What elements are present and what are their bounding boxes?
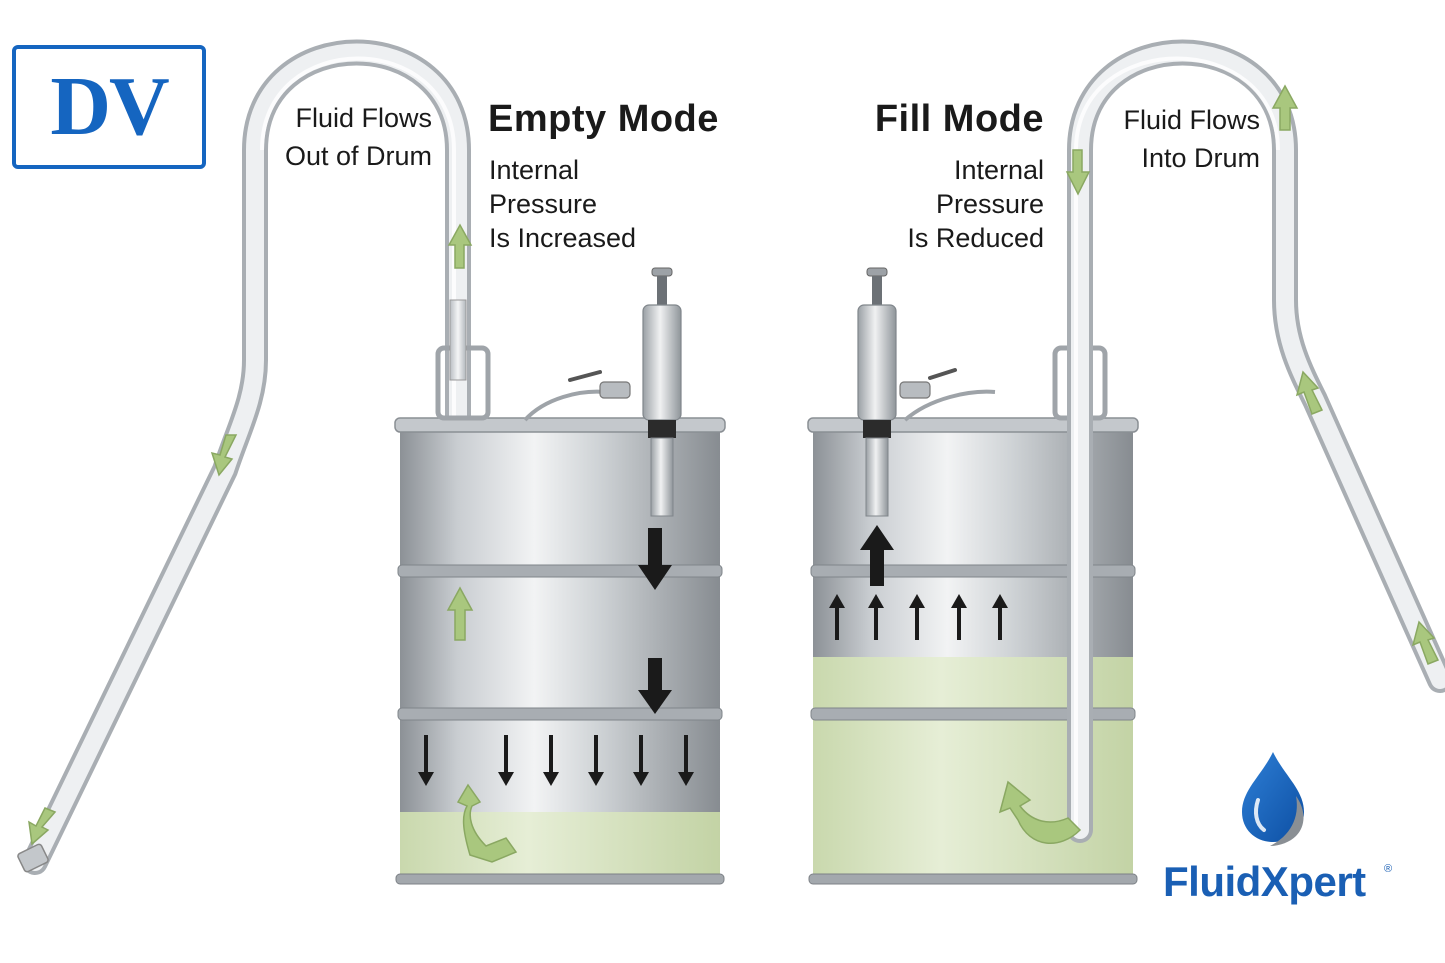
flow-arrows-empty: [28, 223, 518, 863]
pressure-arrow-row: [418, 735, 694, 786]
flow-arrow-down: [210, 434, 238, 477]
flow-arrow-up: [446, 586, 474, 641]
fill-pressure-line: Is Reduced: [907, 223, 1044, 253]
flow-arrow-down: [28, 807, 57, 846]
flow-arrow-down: [1065, 149, 1091, 196]
flow-arrows-fill: [998, 84, 1440, 844]
flow-arrow-up: [447, 223, 473, 269]
brand-registered-mark: ®: [1384, 863, 1393, 875]
fill-mode-title: Fill Mode: [874, 98, 1044, 140]
empty-flow-line: Out of Drum: [284, 141, 432, 171]
pressure-arrow-up-large: [860, 525, 894, 586]
dv-logo-text: DV: [50, 60, 169, 153]
flow-arrow-curve: [456, 783, 518, 863]
empty-flow-label: Fluid Flows Out of Drum: [252, 99, 432, 175]
hose-nozzle: [17, 843, 49, 873]
empty-mode-title: Empty Mode: [488, 98, 719, 140]
pressure-arrow-row: [829, 594, 1008, 640]
brand-name: FluidXpert: [1163, 858, 1366, 905]
empty-mode-drum: [394, 267, 726, 885]
empty-mode-hose: [17, 39, 471, 875]
fill-mode-hose: [1067, 39, 1445, 843]
fill-pressure-line: Internal: [953, 155, 1044, 185]
dv-logo: DV: [12, 45, 206, 169]
fill-flow-line: Into Drum: [1141, 143, 1260, 173]
empty-flow-line: Fluid Flows: [295, 103, 432, 133]
flow-arrow-up: [1295, 370, 1324, 415]
empty-pressure-line: Internal: [489, 155, 580, 185]
pressure-arrows-empty: [418, 528, 694, 786]
flow-arrow-up: [1411, 620, 1440, 665]
pressure-arrow-down-large: [638, 658, 672, 714]
drum-fluid-empty: [400, 812, 720, 880]
flow-arrow-up: [1271, 84, 1299, 131]
pressure-arrows-fill: [829, 525, 1008, 640]
empty-pressure-label: Internal Pressure Is Increased: [489, 153, 636, 255]
water-drop-icon: [1242, 752, 1304, 846]
empty-pressure-line: Is Increased: [489, 223, 637, 253]
fill-flow-label: Fluid Flows Into Drum: [1090, 101, 1260, 177]
pressure-arrow-down-large: [638, 528, 672, 590]
empty-pressure-line: Pressure: [489, 189, 598, 219]
fill-pressure-line: Pressure: [935, 189, 1044, 219]
fill-pressure-label: Internal Pressure Is Reduced: [860, 153, 1044, 255]
fill-flow-line: Fluid Flows: [1123, 105, 1260, 135]
flow-arrow-curve: [998, 780, 1082, 844]
